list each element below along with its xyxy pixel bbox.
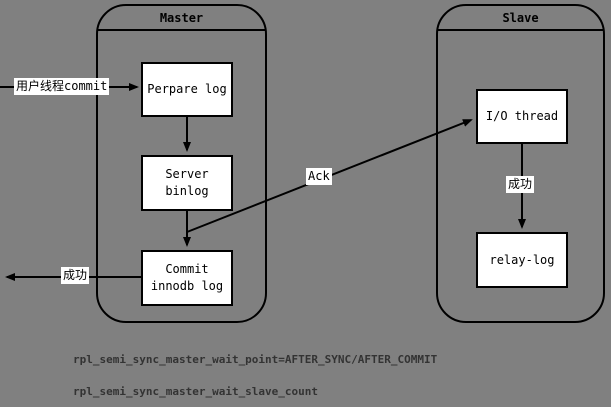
footer-config-line-2: rpl_semi_sync_master_wait_slave_count [73,385,319,398]
master-container: Master [96,4,267,323]
node-io-thread: I/O thread [476,89,568,144]
footer-config-line-1: rpl_semi_sync_master_wait_point=AFTER_SY… [73,353,438,366]
label-success-right: 成功 [506,176,535,193]
label-user-thread-commit: 用户线程commit [14,78,110,95]
master-title: Master [98,6,265,31]
label-ack: Ack [306,168,332,185]
label-success-left: 成功 [61,267,90,284]
node-relay-log: relay-log [476,232,568,288]
node-commit-innodb-log: Commit innodb log [141,250,233,306]
slave-container: Slave [436,4,605,323]
slave-title: Slave [438,6,603,31]
node-server-binlog: Server binlog [141,155,233,211]
node-prepare-log: Perpare log [141,62,233,117]
